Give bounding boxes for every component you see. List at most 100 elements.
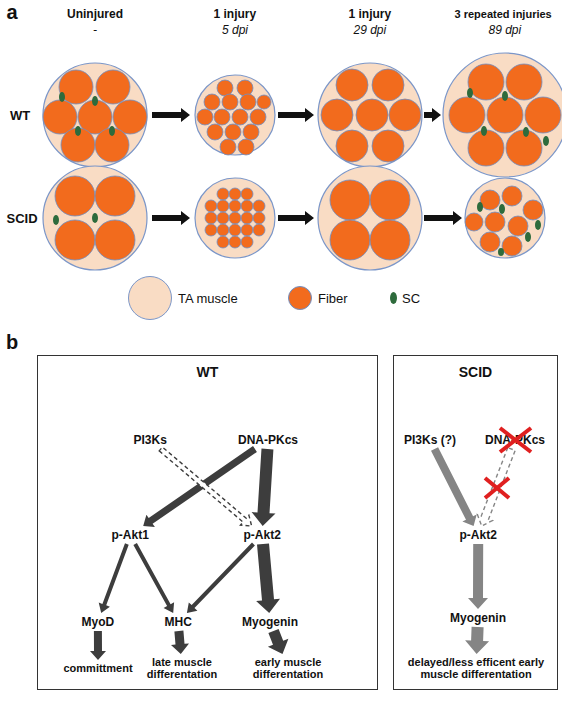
fiber — [370, 180, 410, 220]
fiber — [241, 188, 253, 200]
column-header: 1 injury — [349, 7, 392, 21]
legend-swatch — [390, 292, 397, 304]
fiber — [502, 236, 522, 256]
fiber — [241, 212, 253, 224]
satellite-cell — [481, 126, 487, 136]
time-arrow — [152, 108, 190, 122]
signal-arrow — [468, 544, 488, 609]
muscle-section — [318, 63, 422, 167]
pathway-node: MHC — [165, 615, 192, 629]
muscle-section — [43, 63, 147, 167]
fiber — [508, 216, 528, 236]
satellite-cell — [53, 215, 59, 225]
fiber — [237, 80, 253, 96]
fiber — [205, 212, 217, 224]
satellite-cell — [499, 204, 505, 214]
satellite-cell — [467, 88, 473, 98]
legend-swatch — [288, 286, 312, 310]
fiber — [207, 124, 223, 140]
fiber — [487, 97, 523, 133]
pathway-node: MyoD — [82, 615, 115, 629]
pathway-node: p-Akt2 — [460, 528, 497, 542]
fiber — [95, 176, 135, 216]
satellite-cell — [535, 220, 541, 230]
fiber — [372, 130, 404, 162]
muscle-section — [195, 178, 275, 258]
fiber — [59, 70, 93, 104]
satellite-cell — [543, 136, 549, 146]
fiber — [330, 220, 370, 260]
row-label: WT — [10, 108, 30, 123]
signal-arrow — [268, 629, 289, 654]
signal-arrow — [143, 446, 257, 527]
box-title: SCID — [394, 364, 557, 380]
fiber — [205, 224, 217, 236]
node-text: delayed/less efficent early muscle diffe… — [400, 656, 552, 680]
panel-box: WT PI3Ks DNA-PKcs p-Akt1 p-Akt2MyoD MHC Myogen… — [37, 355, 378, 690]
fiber — [523, 200, 543, 220]
satellite-cell — [498, 248, 504, 256]
fiber — [465, 213, 483, 231]
node-text: p-Akt1 — [112, 528, 149, 542]
fiber — [240, 94, 256, 110]
pathway-node: p-Akt1 — [112, 528, 149, 542]
fiber — [243, 124, 259, 140]
fiber — [55, 176, 95, 216]
fiber — [257, 95, 271, 109]
fiber — [506, 64, 542, 100]
pathway-node: p-Akt2 — [244, 528, 281, 542]
legend-text: TA muscle — [178, 291, 238, 306]
fiber — [449, 97, 485, 133]
pathway-node: Myogenin — [450, 611, 506, 625]
muscle-section — [465, 178, 545, 258]
satellite-cell — [75, 126, 81, 136]
fiber — [389, 99, 421, 131]
pathway-node: PI3Ks — [134, 433, 167, 447]
fiber — [204, 94, 220, 110]
fiber — [468, 64, 504, 100]
signal-arrow — [478, 448, 516, 526]
fiber — [238, 139, 254, 155]
time-arrow — [424, 211, 462, 225]
pathway-node: DNA-PKcs — [238, 433, 298, 447]
fiber — [225, 124, 241, 140]
pathway-node: delayed/less efficent early muscle diffe… — [400, 656, 552, 680]
fiber — [96, 70, 130, 104]
fiber — [372, 69, 404, 101]
fiber — [205, 200, 217, 212]
signal-arrow — [99, 543, 129, 613]
satellite-cell — [59, 92, 65, 102]
column-header: Uninjured — [67, 7, 123, 21]
signal-arrow — [133, 543, 174, 613]
box-title: WT — [38, 364, 377, 380]
fiber — [95, 220, 135, 260]
signal-arrow — [90, 631, 106, 660]
knockout-cross — [485, 478, 509, 498]
row-label: SCID — [7, 211, 38, 226]
time-arrow — [424, 108, 441, 122]
satellite-cell — [92, 213, 98, 223]
signal-arrow — [256, 544, 280, 614]
node-text: p-Akt2 — [460, 528, 497, 542]
muscle-section — [43, 166, 147, 270]
muscle-section — [443, 53, 562, 177]
fiber — [241, 224, 253, 236]
node-text: Myogenin — [242, 615, 298, 629]
time-point: 5 dpi — [222, 23, 248, 37]
panel-letter: b — [6, 331, 18, 354]
node-text: MyoD — [82, 615, 115, 629]
satellite-cell — [525, 232, 531, 242]
fiber — [241, 200, 253, 212]
fiber — [232, 109, 248, 125]
fiber — [217, 200, 229, 212]
pathway-node: late muscle differentation — [140, 656, 224, 680]
node-text: p-Akt2 — [244, 528, 281, 542]
time-arrow — [278, 211, 314, 225]
fiber — [214, 109, 230, 125]
fiber — [468, 130, 504, 166]
fiber — [222, 94, 238, 110]
satellite-cell — [502, 91, 508, 101]
